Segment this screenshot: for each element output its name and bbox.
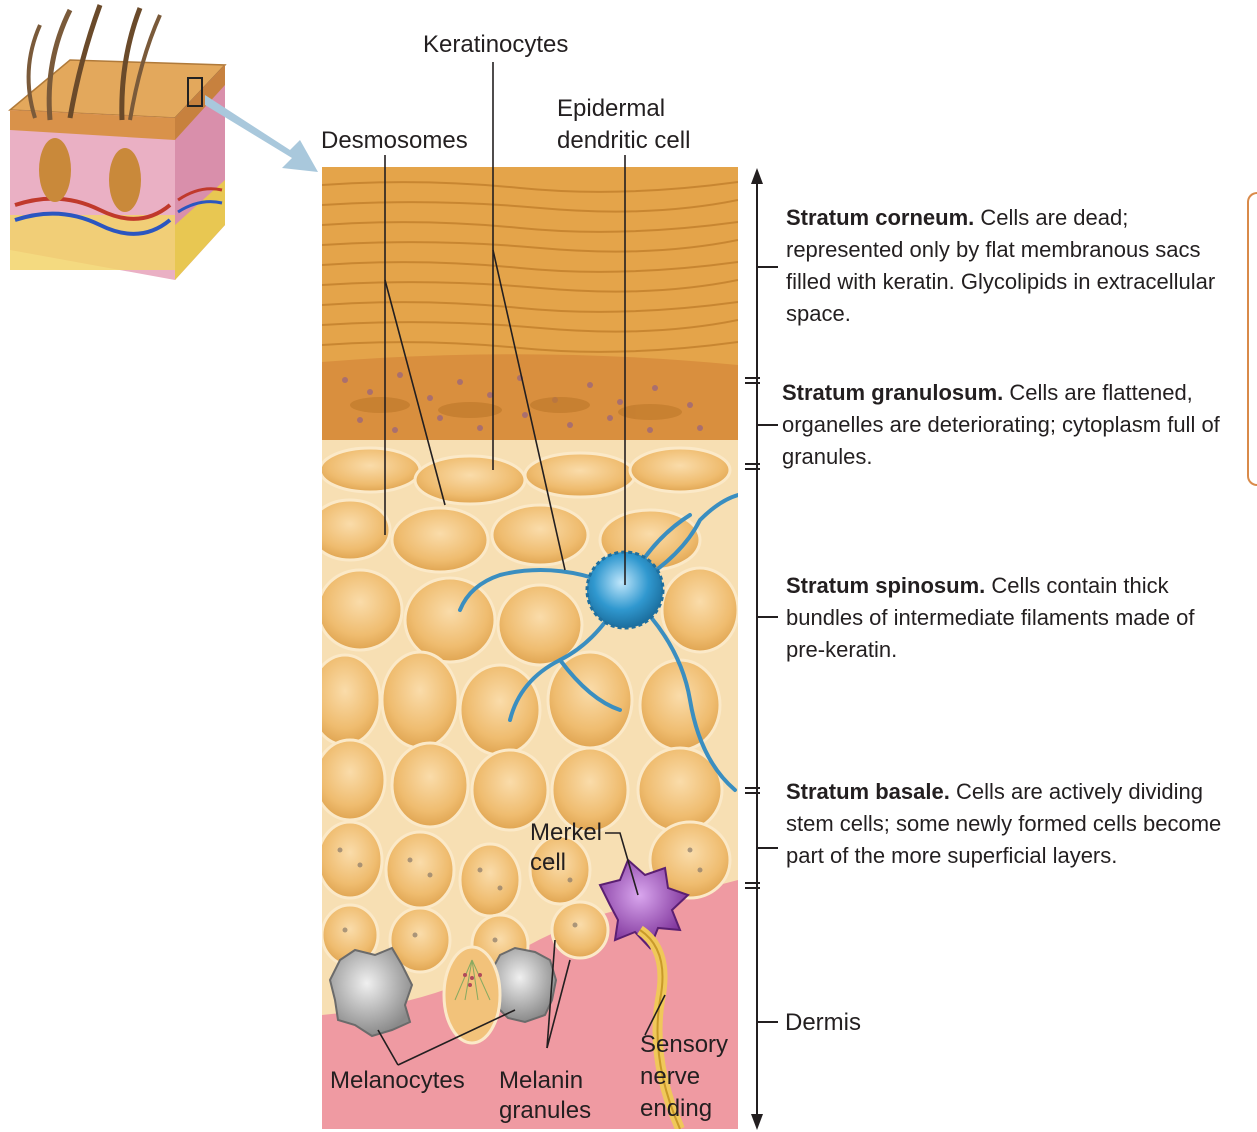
label-melanin-1: Melanin <box>499 1067 583 1094</box>
label-epidermal-dendritic-2: dendritic cell <box>557 127 690 154</box>
label-sensory-3: ending <box>640 1095 712 1122</box>
label-dermis: Dermis <box>785 1009 861 1036</box>
label-sensory-2: nerve <box>640 1063 700 1090</box>
epidermis-column <box>310 167 738 1129</box>
layer-name-corneum: Stratum corneum. <box>786 205 974 230</box>
layer-name-basale: Stratum basale. <box>786 779 950 804</box>
scale-arrow-top <box>751 168 763 184</box>
desc-stratum-basale: Stratum basale. Cells are actively divid… <box>786 776 1236 872</box>
scale-arrow-bottom <box>751 1114 763 1130</box>
layer-name-granulosum: Stratum granulosum. <box>782 380 1003 405</box>
label-keratinocytes: Keratinocytes <box>423 31 568 58</box>
label-epidermal-dendritic-1: Epidermal <box>557 95 665 122</box>
desc-stratum-spinosum: Stratum spinosum. Cells contain thick bu… <box>786 570 1226 666</box>
desc-stratum-corneum: Stratum corneum. Cells are dead; represe… <box>786 202 1216 330</box>
layer-scale <box>745 180 778 1118</box>
label-sensory-1: Sensory <box>640 1031 728 1058</box>
desc-stratum-granulosum: Stratum granulosum. Cells are flattened,… <box>782 377 1244 473</box>
label-merkel-2: cell <box>530 849 566 876</box>
label-melanocytes: Melanocytes <box>330 1067 465 1094</box>
label-melanin-2: granules <box>499 1097 591 1124</box>
skin-block-thumbnail <box>10 5 225 280</box>
layer-name-spinosum: Stratum spinosum. <box>786 573 985 598</box>
label-desmosomes: Desmosomes <box>321 127 468 154</box>
label-merkel-1: Merkel <box>530 819 602 846</box>
side-tab-edge <box>1247 192 1257 486</box>
